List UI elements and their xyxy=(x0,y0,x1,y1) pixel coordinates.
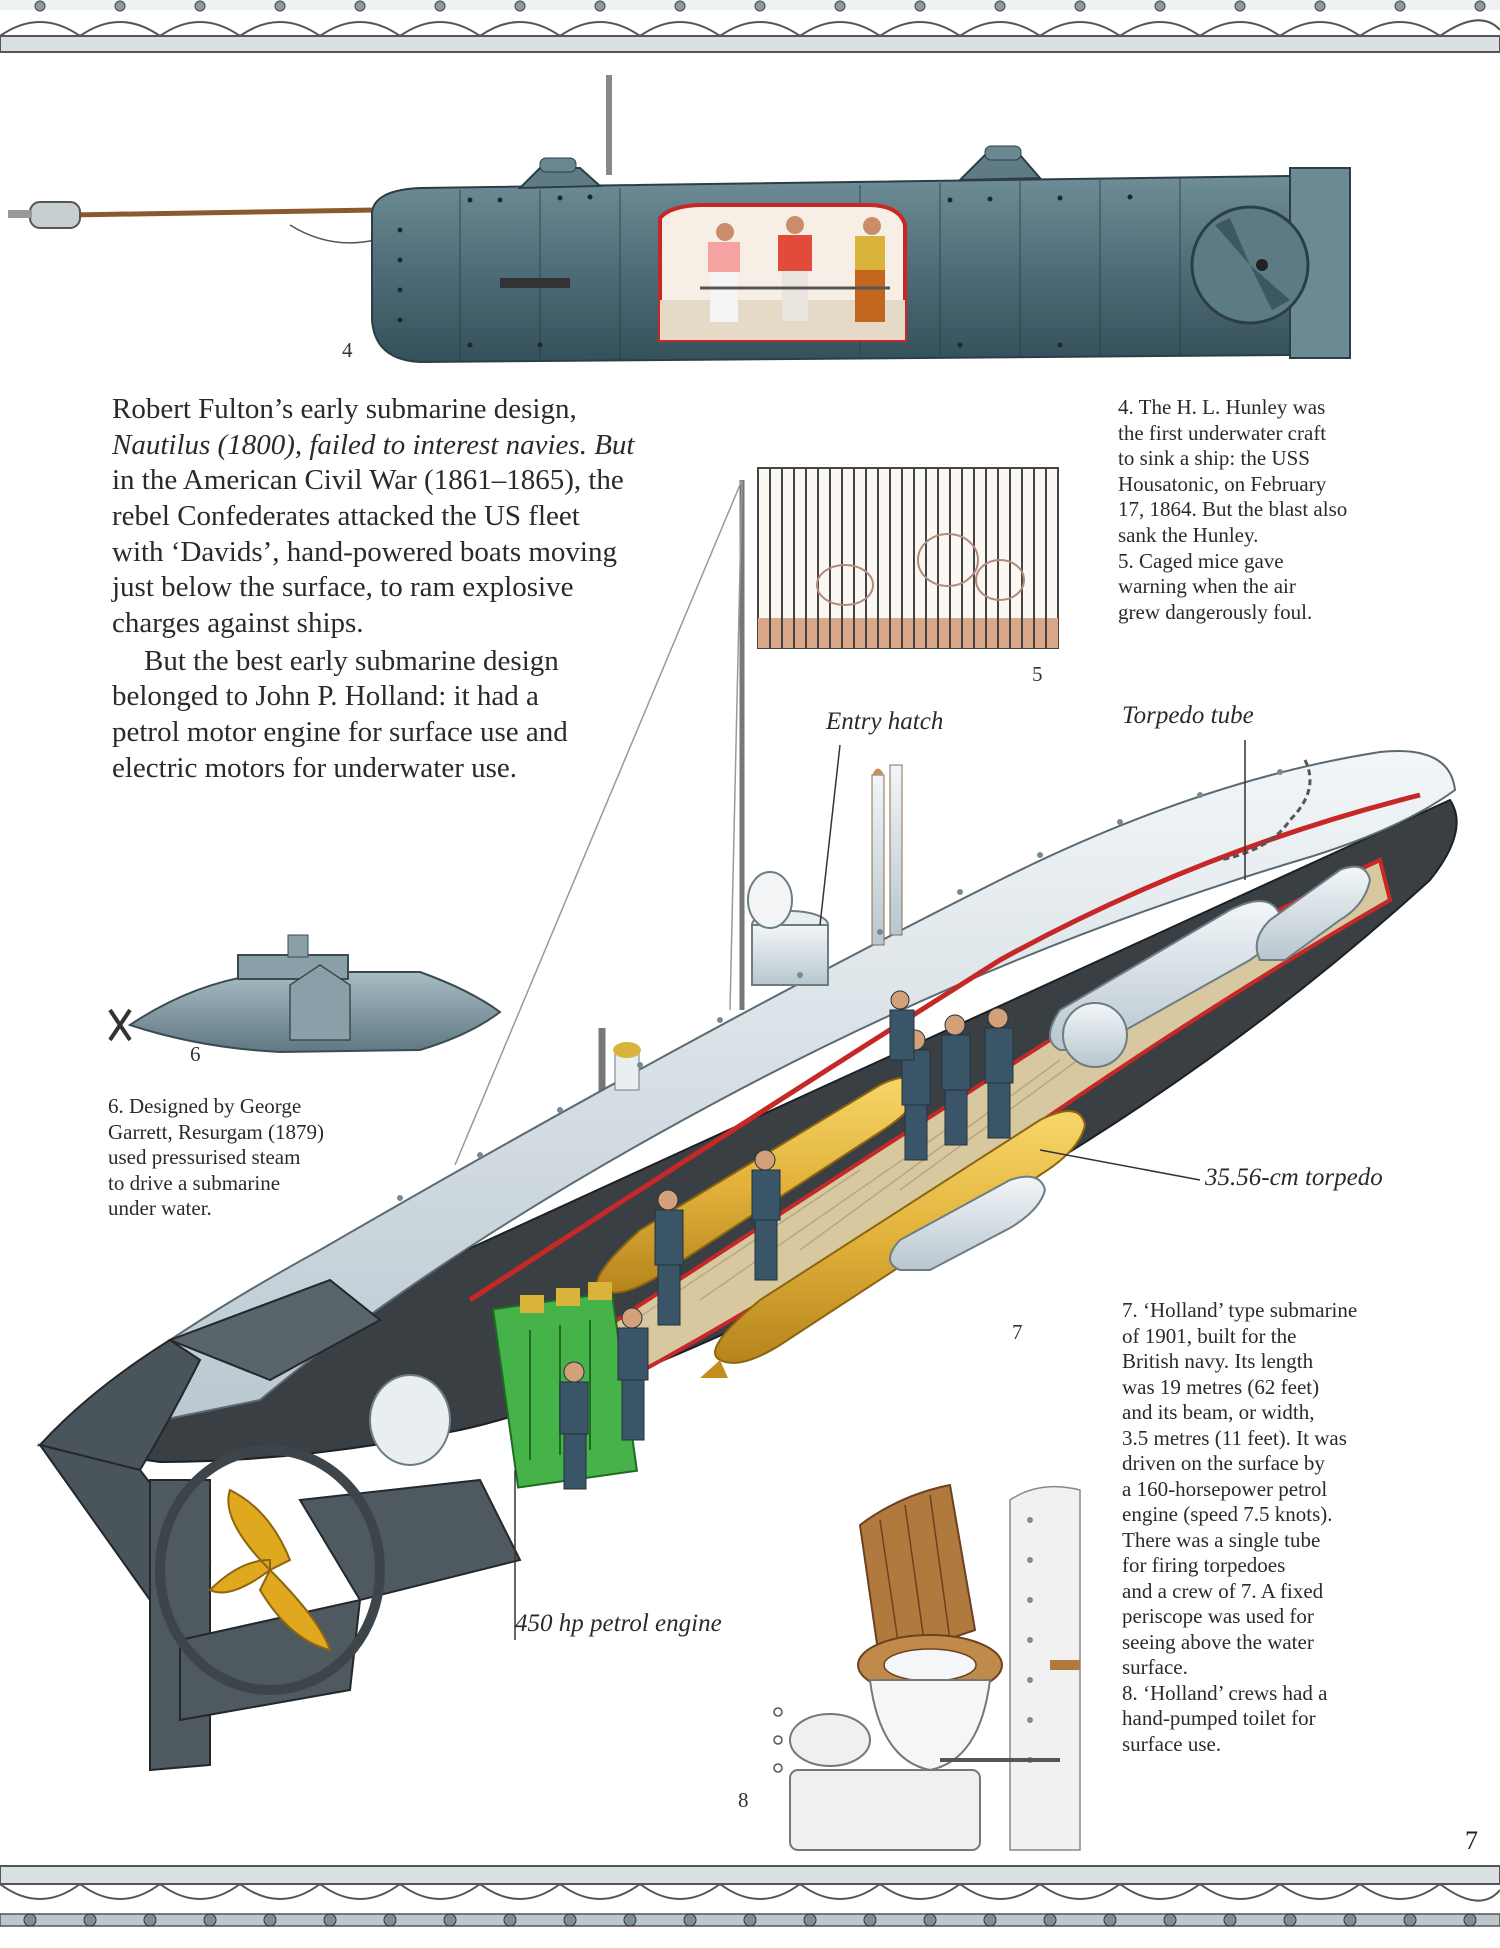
caption-line: grew dangerously foul. xyxy=(1118,599,1313,624)
caption-line: 8. ‘Holland’ crews had a xyxy=(1122,1680,1328,1705)
caption-line: 5. Caged mice gave xyxy=(1118,548,1284,573)
main-p1-line: rebel Confederates attacked the US fleet xyxy=(112,499,580,532)
caption-line: sank the Hunley. xyxy=(1118,523,1259,548)
figure-number-7: 7 xyxy=(1012,1320,1023,1344)
caption-line: British navy. Its length xyxy=(1122,1349,1314,1373)
caption-line: 3.5 metres (11 feet). It was xyxy=(1122,1425,1347,1450)
main-p1-line: charges against ships. xyxy=(112,606,364,639)
caption-line: surface use. xyxy=(1122,1731,1222,1756)
toilet-illustration xyxy=(773,1483,1081,1851)
caption-line: Housatonic, on February xyxy=(1118,471,1327,496)
hunley-submarine-illustration xyxy=(8,75,1351,364)
caption-line: under water. xyxy=(108,1196,212,1221)
caption-line: to drive a submarine xyxy=(108,1170,281,1195)
caption-line: warning when the air xyxy=(1118,574,1296,599)
caption-line: hand-pumped toilet for xyxy=(1122,1706,1316,1730)
main-p1-line: in the American Civil War (1861–1865), t… xyxy=(112,464,624,497)
bottom-border-girder xyxy=(0,1865,1500,1927)
caption-line: Garrett, Resurgam (1879) xyxy=(108,1119,324,1144)
main-p2-line: petrol motor engine for surface use and xyxy=(112,715,568,748)
caption-line: a 160-horsepower petrol xyxy=(1122,1476,1328,1501)
label-petrol-engine: 450 hp petrol engine xyxy=(515,1610,722,1637)
main-paragraph-2: But the best early submarine design belo… xyxy=(112,644,752,787)
main-p1-line: Nautilus (1800), failed to interest navi… xyxy=(112,428,635,461)
caption-line: engine (speed 7.5 knots). xyxy=(1122,1502,1333,1526)
top-border-girder xyxy=(0,0,1500,53)
main-p2-line: But the best early submarine design xyxy=(144,644,559,677)
caption-resurgam: 6. Designed by George Garrett, Resurgam … xyxy=(108,1094,438,1222)
main-p2-line: electric motors for underwater use. xyxy=(112,751,518,784)
main-p1-line: just below the surface, to ram explosive xyxy=(112,571,574,604)
caption-line: periscope was used for xyxy=(1122,1604,1314,1628)
figure-number-5: 5 xyxy=(1032,662,1043,686)
caption-line: 7. ‘Holland’ type submarine xyxy=(1122,1298,1358,1322)
main-p1-line: Robert Fulton’s early submarine design, xyxy=(112,393,577,425)
caption-line: 17, 1864. But the blast also xyxy=(1118,497,1348,522)
caption-line: used pressurised steam xyxy=(108,1145,301,1170)
main-text: Robert Fulton’s early submarine design, … xyxy=(112,392,752,786)
caption-line: was 19 metres (62 feet) xyxy=(1122,1374,1320,1399)
caption-line: There was a single tube xyxy=(1122,1527,1321,1552)
page-number: 7 xyxy=(1465,1826,1478,1855)
figure-number-6: 6 xyxy=(190,1042,201,1066)
figure-number-4: 4 xyxy=(342,338,353,362)
caption-line: 6. Designed by George xyxy=(108,1094,302,1118)
figure-number-8: 8 xyxy=(738,1788,749,1812)
label-torpedo-tube: Torpedo tube xyxy=(1122,702,1254,729)
caption-line: of 1901, built for the xyxy=(1122,1323,1297,1348)
caption-line: for firing torpedoes xyxy=(1122,1553,1286,1577)
caption-line: to sink a ship: the USS xyxy=(1118,446,1310,471)
resurgam-submarine-illustration xyxy=(108,934,502,1054)
holland-submarine-illustration xyxy=(36,479,1458,1772)
caption-line: surface. xyxy=(1122,1655,1188,1679)
label-entry-hatch: Entry hatch xyxy=(826,708,944,735)
caption-line: and its beam, or width, xyxy=(1122,1400,1315,1424)
caption-line: driven on the surface by xyxy=(1122,1451,1325,1475)
caption-holland-toilet: 7. ‘Holland’ type submarine of 1901, bui… xyxy=(1122,1298,1462,1757)
caption-line: seeing above the water xyxy=(1122,1629,1314,1654)
main-paragraph-1: Robert Fulton’s early submarine design, … xyxy=(112,392,752,642)
caption-line: and a crew of 7. A fixed xyxy=(1122,1578,1324,1603)
main-p1-line: with ‘Davids’, hand-powered boats moving xyxy=(112,535,617,568)
caption-line: the first underwater craft xyxy=(1118,420,1327,445)
mouse-cage-illustration xyxy=(757,467,1059,649)
label-torpedo: 35.56-cm torpedo xyxy=(1205,1164,1383,1191)
caption-line: 4. The H. L. Hunley was xyxy=(1118,395,1326,419)
caption-hunley-mice: 4. The H. L. Hunley was the first underw… xyxy=(1118,395,1448,625)
main-p2-line: belonged to John P. Holland: it had a xyxy=(112,680,539,713)
